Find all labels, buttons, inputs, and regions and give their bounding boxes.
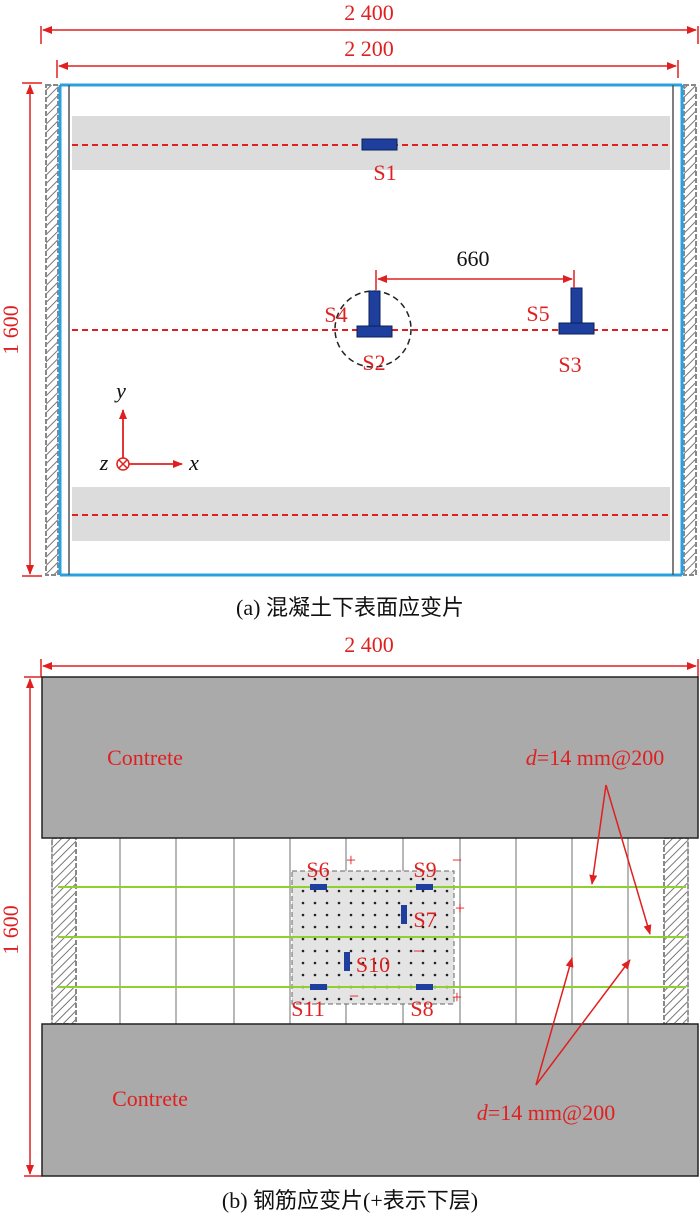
rebar-label-top: d=14 mm@200 [526,745,664,770]
gauge-s3 [558,322,595,335]
support-right-b [663,837,689,1025]
dimension-2400-label: 2 400 [344,0,394,25]
dimension-1600-label-b: 1 600 [0,905,23,955]
dimension-2400-label-b: 2 400 [344,632,394,657]
gauge-s4 [368,290,381,328]
dimension-1600-left-a: 1 600 [0,82,42,577]
rebar-horizontal-lines [58,886,686,988]
gauge-s8 [416,984,433,990]
gauge-s7 [401,905,407,924]
sign-s6: + [346,850,356,870]
gauge-s2-label: S2 [362,350,385,375]
panel-b: 2 400 1 600 [0,632,699,1177]
concrete-block-top [41,676,699,839]
concrete-block-bottom [41,1023,699,1177]
gauge-s7-label: S7 [413,907,436,932]
concrete-label-bottom: Contrete [112,1086,188,1111]
support-strip-bottom [72,487,670,541]
sign-s7-plus: + [455,898,465,918]
rebar-pointer-arrows [535,784,652,1086]
caption-a: (a) 混凝土下表面应变片 [236,595,464,620]
gauge-s4-label: S4 [324,302,347,327]
panel-a: 2 400 2 200 1 600 [0,0,699,577]
sign-s8: + [452,987,462,1007]
support-left-b [51,837,77,1025]
gauge-s10-label: S10 [356,952,390,977]
strain-gauges-b [310,884,433,990]
axis-z-label: z [99,450,109,475]
gauge-group-circle [334,290,412,368]
gauge-s1-label: S1 [373,160,396,185]
axis-x-label: x [188,450,199,475]
dimension-660-label: 660 [457,246,490,271]
gauge-s5 [570,287,583,325]
rebar-label-bottom: d=14 mm@200 [477,1100,615,1125]
sign-s10: − [349,986,359,1006]
sign-s7-minus: − [413,941,423,961]
strain-gauges-a: S1 S4 S2 S5 S3 660 [324,138,595,377]
sign-s9: − [452,850,462,870]
gauge-s5-label: S5 [526,301,549,326]
dimension-2200-label: 2 200 [344,36,394,61]
gauge-s9-label: S9 [413,857,436,882]
axis-y-label: y [114,378,126,403]
gauge-s3-label: S3 [558,352,581,377]
gauge-s10 [344,952,350,971]
gauge-s6 [310,884,327,890]
gauge-s2 [356,325,393,338]
support-right [683,84,697,576]
gauge-s8-label: S8 [410,996,433,1021]
gauge-s11 [310,984,327,990]
dimension-2200: 2 200 [56,36,679,78]
coordinate-axes: y x z [99,378,199,475]
dimension-1600-left-b: 1 600 [0,676,42,1177]
gauge-s9 [416,884,433,890]
dimension-1600-label-a: 1 600 [0,305,23,355]
concrete-label-top: Contrete [107,745,183,770]
support-left [45,84,59,576]
rebar-region: S6 S9 S7 S10 S11 S8 + − + − − + [51,837,689,1025]
gauge-s1 [361,138,398,151]
dimension-2400-b: 2 400 [40,632,699,677]
caption-b: (b) 钢筋应变片(+表示下层) [221,1188,479,1213]
gauge-s11-label: S11 [291,996,324,1021]
dimension-2400-top: 2 400 [40,0,699,44]
gauge-s6-label: S6 [306,857,329,882]
